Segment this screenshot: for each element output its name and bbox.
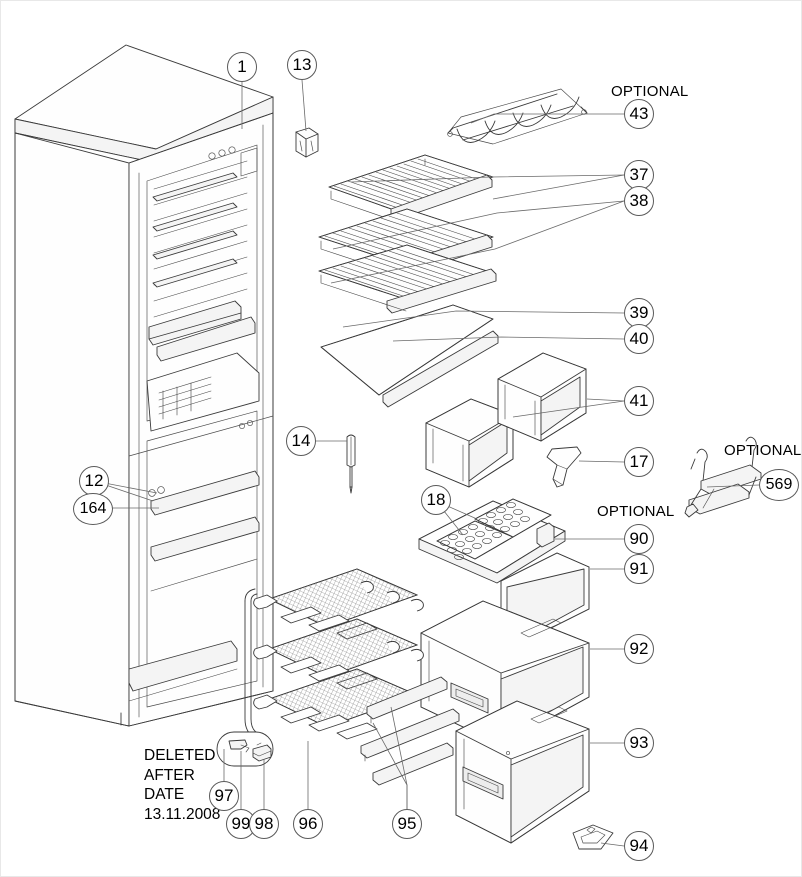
optional-label-bottle-holder: OPTIONAL [724, 442, 802, 459]
tool-14 [346, 434, 356, 494]
bottom-bracket-94 [572, 824, 614, 850]
connector-13 [295, 127, 319, 158]
callout-93[interactable]: 93 [624, 728, 654, 758]
cabinet-body [14, 44, 274, 727]
callout-90[interactable]: 90 [624, 524, 654, 554]
crisper-bin-left [425, 398, 514, 488]
callout-17[interactable]: 17 [624, 447, 654, 477]
callout-40[interactable]: 40 [624, 324, 654, 354]
callout-95[interactable]: 95 [392, 809, 422, 839]
callout-569[interactable]: 569 [759, 469, 799, 501]
callout-18[interactable]: 18 [421, 485, 451, 515]
glass-shelf-39-40 [320, 304, 499, 408]
ice-scraper-part [546, 446, 582, 488]
crisper-bin-right [497, 352, 587, 442]
callout-14[interactable]: 14 [286, 426, 316, 456]
callout-38[interactable]: 38 [624, 186, 654, 216]
callout-96[interactable]: 96 [293, 809, 323, 839]
freezer-drawer-93 [455, 700, 590, 844]
optional-label-wine-rack: OPTIONAL [611, 83, 689, 100]
callout-164[interactable]: 164 [73, 493, 113, 525]
wine-rack-part [447, 88, 588, 145]
wire-shelf-38b [318, 244, 497, 314]
evaporator-grid-top [253, 568, 424, 640]
callout-1[interactable]: 1 [227, 52, 257, 82]
evaporator-grid-bottom [244, 588, 419, 742]
callout-91[interactable]: 91 [624, 554, 654, 584]
callout-92[interactable]: 92 [624, 634, 654, 664]
deleted-after-date-note: DELETED AFTER DATE 13.11.2008 [144, 747, 221, 823]
callout-12[interactable]: 12 [79, 466, 109, 496]
ice-tray-assembly-90 [418, 498, 566, 584]
callout-97[interactable]: 97 [209, 781, 239, 811]
callout-98[interactable]: 98 [249, 809, 279, 839]
optional-label-ice-tray: OPTIONAL [597, 503, 675, 520]
callout-37[interactable]: 37 [624, 160, 654, 190]
callout-94[interactable]: 94 [624, 831, 654, 861]
leader-lines [93, 79, 760, 847]
callout-39[interactable]: 39 [624, 298, 654, 328]
callout-41[interactable]: 41 [624, 386, 654, 416]
small-parts-bag-97 [216, 731, 274, 767]
callout-13[interactable]: 13 [287, 50, 317, 80]
callout-43[interactable]: 43 [624, 99, 654, 129]
